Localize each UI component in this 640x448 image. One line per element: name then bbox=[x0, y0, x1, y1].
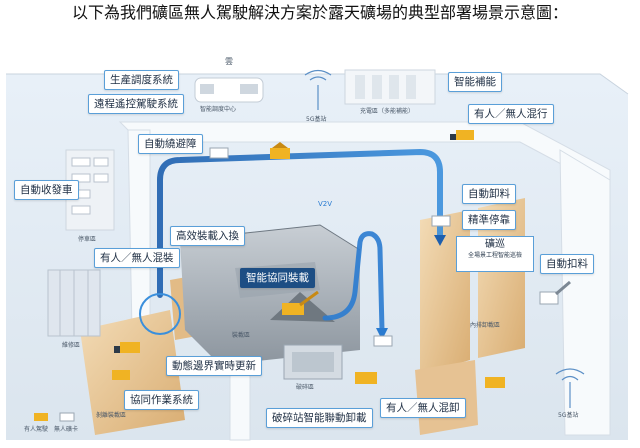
caption-base-top: 5G基站 bbox=[306, 116, 327, 123]
caption-base-bottom: 5G基站 bbox=[558, 412, 579, 419]
page-caption: 以下為我們礦區無人駕駛解決方案於露天礦場的典型部署場景示意圖： bbox=[71, 3, 568, 22]
label-crusher-unload: 破碎站智能聯動卸載 bbox=[266, 408, 373, 428]
truck-yellow-left bbox=[114, 342, 140, 353]
caption-charging: 充電區（多能補能） bbox=[360, 108, 415, 115]
label-dynamic-boundary: 動態邊界實時更新 bbox=[166, 356, 262, 376]
mine-deployment-illustration bbox=[6, 69, 629, 441]
label-auto-retract: 自動收發車 bbox=[14, 180, 79, 200]
caption-cloud: 雲 bbox=[225, 57, 233, 66]
excavator-right bbox=[539, 280, 571, 305]
truck-yellow-top bbox=[450, 130, 474, 140]
label-auto-obstacle: 自動繞避障 bbox=[138, 134, 203, 154]
truck-white-pit bbox=[373, 335, 393, 347]
route-arrow-2 bbox=[376, 328, 388, 340]
autonomous-route-inner bbox=[322, 231, 385, 333]
autonomous-route bbox=[157, 148, 443, 298]
label-patrol-title: 礦巡 bbox=[485, 239, 505, 250]
haul-road-right bbox=[559, 149, 611, 436]
excavator-pit bbox=[282, 290, 319, 315]
control-center-building bbox=[194, 77, 264, 103]
caption-loading: 裝載區 bbox=[232, 332, 251, 339]
route-arrow-1 bbox=[434, 235, 446, 246]
truck-yellow-stripping bbox=[112, 370, 130, 380]
truck-yellow-bottom bbox=[355, 372, 377, 384]
label-patrol-sub: 全場景工程智能巡檢 bbox=[467, 252, 522, 259]
label-mixed-loading: 有人／無人混裝 bbox=[94, 248, 180, 268]
label-patrol: 礦巡 全場景工程智能巡檢 bbox=[456, 236, 534, 272]
label-mixed-unload: 有人／無人混卸 bbox=[380, 398, 466, 418]
truck-yellow-dump bbox=[485, 377, 505, 388]
maintenance-bay bbox=[47, 269, 101, 337]
crusher-station bbox=[283, 344, 343, 380]
caption-v2v: V2V bbox=[318, 200, 333, 208]
ground-edge bbox=[6, 73, 629, 95]
label-precise-stop: 精準停靠 bbox=[462, 210, 516, 230]
label-remote-driving: 遠程遙控駕駛系統 bbox=[88, 94, 184, 114]
label-efficient-load: 高效裝載入換 bbox=[170, 226, 245, 246]
label-production-dispatch: 生產調度系統 bbox=[104, 70, 179, 90]
tower-5g-top bbox=[304, 69, 332, 110]
dump-bench-1 bbox=[420, 210, 470, 375]
label-smart-refuel: 智能補能 bbox=[448, 72, 502, 92]
caption-dump: 內排卸載區 bbox=[470, 322, 501, 329]
label-smart-coop-load: 智能協同裝載 bbox=[240, 268, 315, 288]
mixed-loading-focus bbox=[139, 293, 181, 335]
caption-parking: 停車區 bbox=[78, 236, 97, 243]
label-auto-unload: 自動卸料 bbox=[462, 184, 516, 204]
label-auto-grab: 自動扣料 bbox=[540, 254, 594, 274]
caption-stripping: 剝離裝載區 bbox=[96, 412, 127, 419]
label-coop-system: 協同作業系統 bbox=[124, 390, 199, 410]
label-mixed-traffic-top: 有人／無人混行 bbox=[468, 104, 554, 124]
charging-station bbox=[344, 69, 436, 105]
truck-white-legend bbox=[59, 412, 75, 422]
caption-crusher: 破碎區 bbox=[296, 384, 315, 391]
truck-white-unload bbox=[431, 215, 451, 227]
truck-yellow-route bbox=[270, 142, 290, 159]
truck-white-route bbox=[209, 147, 229, 159]
truck-yellow-legend bbox=[34, 413, 48, 421]
tower-5g-bottom bbox=[555, 368, 585, 408]
caption-vehicles: 有人駕駛 無人礦卡 bbox=[24, 426, 79, 433]
caption-maintenance: 維修區 bbox=[62, 342, 81, 349]
caption-control-center: 智能調度中心 bbox=[200, 106, 237, 113]
